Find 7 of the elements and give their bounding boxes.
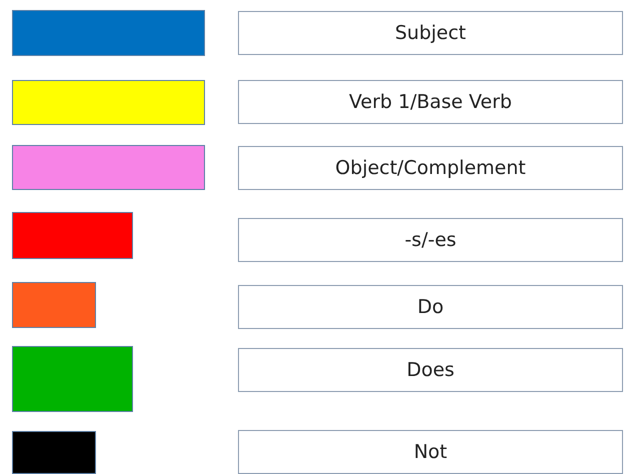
legend-label: Do: [238, 285, 623, 329]
legend-label: Verb 1/Base Verb: [238, 80, 623, 124]
legend-label: Not: [238, 430, 623, 474]
legend-label: -s/-es: [238, 218, 623, 262]
legend-label: Object/Complement: [238, 146, 623, 190]
legend-label: Does: [238, 348, 623, 392]
legend-label: Subject: [238, 11, 623, 55]
